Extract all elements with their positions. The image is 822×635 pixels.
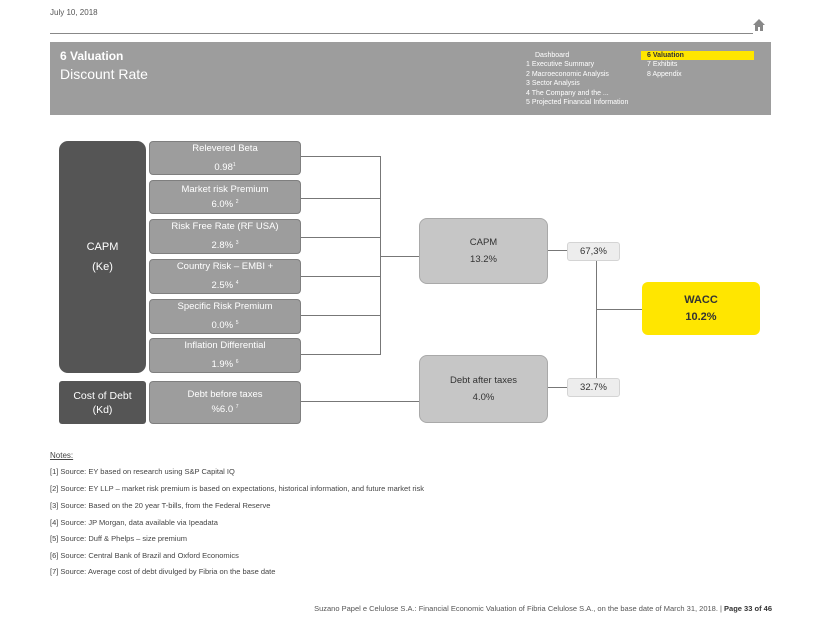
input-value: 1.9%: [211, 359, 234, 371]
input-value: 2.8%: [211, 240, 234, 252]
kd-label: (Kd): [92, 403, 113, 416]
cost-of-debt-group: Cost of Debt (Kd): [59, 381, 146, 424]
page-title: Discount Rate: [60, 66, 148, 82]
input-risk-free-rate: Risk Free Rate (RF USA) 2.8% 3: [149, 219, 301, 254]
input-value: 6.0%: [211, 199, 234, 211]
capm-result-box: CAPM 13.2%: [419, 218, 548, 284]
input-label: Risk Free Rate (RF USA): [171, 221, 279, 233]
input-specific-risk-premium: Specific Risk Premium 0.0% 5: [149, 299, 301, 334]
capm-weight-value: 67,3%: [580, 246, 607, 257]
connector: [596, 261, 597, 378]
nav-item-company[interactable]: 4 The Company and the ...: [526, 89, 609, 97]
debt-weight-value: 32.7%: [580, 382, 607, 393]
input-label: Country Risk – EMBI +: [176, 261, 274, 273]
connector: [380, 156, 381, 355]
input-value: 2.5%: [211, 280, 234, 292]
input-value: 0.98: [214, 162, 233, 174]
wacc-label: WACC: [684, 293, 718, 306]
note-item: [4] Source: JP Morgan, data available vi…: [50, 518, 218, 527]
footnote-ref: 2: [235, 198, 239, 205]
input-label: Inflation Differential: [184, 340, 266, 352]
top-divider: [50, 33, 753, 34]
connector: [301, 156, 380, 157]
nav-item-macroeconomic-analysis[interactable]: 2 Macroeconomic Analysis: [526, 70, 609, 78]
capm-ke-group: CAPM (Ke): [59, 141, 146, 373]
input-label: Debt before taxes: [187, 389, 263, 401]
input-value: 0.0%: [211, 320, 234, 332]
connector: [548, 387, 568, 388]
footnote-ref: 4: [235, 280, 239, 287]
connector: [301, 401, 420, 402]
notes-title: Notes:: [50, 451, 74, 460]
input-label: Specific Risk Premium: [177, 301, 273, 313]
connector: [301, 198, 380, 199]
nav-left: Dashboard 1 Executive Summary 2 Macroeco…: [526, 51, 628, 107]
note-item: [1] Source: EY based on research using S…: [50, 467, 235, 476]
input-value: %6.0: [211, 404, 234, 416]
footnote-ref: 7: [235, 404, 239, 411]
connector: [548, 250, 568, 251]
connector: [596, 309, 642, 310]
ke-group-label: (Ke): [92, 261, 113, 273]
page-number: Page 33 of 46: [724, 604, 772, 613]
footer-text: Suzano Papel e Celulose S.A.: Financial …: [314, 604, 725, 613]
capm-weight-box: 67,3%: [567, 242, 620, 261]
capm-result-value: 13.2%: [470, 254, 497, 265]
note-item: [5] Source: Duff & Phelps – size premium: [50, 534, 188, 543]
input-debt-before-taxes: Debt before taxes %6.0 7: [149, 381, 301, 424]
input-market-risk-premium: Market risk Premium 6.0% 2: [149, 180, 301, 214]
input-relevered-beta: Relevered Beta 0.981: [149, 141, 301, 175]
nav-item-appendix[interactable]: 8 Appendix: [647, 70, 682, 78]
home-icon[interactable]: [752, 18, 766, 32]
debt-after-taxes-box: Debt after taxes 4.0%: [419, 355, 548, 423]
section-label: 6 Valuation: [60, 49, 124, 63]
nav-item-executive-summary[interactable]: 1 Executive Summary: [526, 61, 595, 69]
debt-after-taxes-value: 4.0%: [472, 392, 495, 403]
nav-item-exhibits[interactable]: 7 Exhibits: [647, 61, 678, 69]
note-item: [7] Source: Average cost of debt divulge…: [50, 567, 276, 576]
input-inflation-differential: Inflation Differential 1.9% 6: [149, 338, 301, 373]
footnote-ref: 6: [235, 359, 239, 366]
input-label: Relevered Beta: [192, 142, 258, 154]
wacc-value: 10.2%: [685, 310, 717, 323]
input-country-risk: Country Risk – EMBI + 2.5% 4: [149, 259, 301, 294]
debt-after-taxes-label: Debt after taxes: [449, 375, 518, 386]
capm-result-label: CAPM: [469, 237, 498, 248]
connector: [301, 354, 380, 355]
capm-group-label: CAPM: [86, 241, 119, 253]
debt-weight-box: 32.7%: [567, 378, 620, 397]
footnote-ref: 1: [232, 161, 236, 168]
wacc-box: WACC 10.2%: [642, 282, 760, 335]
page-footer: Suzano Papel e Celulose S.A.: Financial …: [314, 604, 772, 613]
nav-item-projected-financial[interactable]: 5 Projected Financial Information: [526, 99, 629, 107]
nav-right: 6 Valuation 7 Exhibits 8 Appendix: [641, 51, 754, 79]
cost-of-debt-label: Cost of Debt: [73, 389, 132, 402]
nav-item-dashboard[interactable]: Dashboard: [535, 52, 570, 59]
note-item: [3] Source: Based on the 20 year T-bills…: [50, 501, 271, 510]
connector: [380, 256, 420, 257]
note-item: [2] Source: EY LLP – market risk premium…: [50, 484, 425, 493]
nav-item-sector-analysis[interactable]: 3 Sector Analysis: [526, 80, 580, 88]
connector: [301, 276, 380, 277]
connector: [301, 237, 380, 238]
nav-item-valuation[interactable]: 6 Valuation: [641, 51, 754, 61]
footnote-ref: 5: [235, 320, 239, 327]
input-label: Market risk Premium: [181, 183, 269, 195]
note-item: [6] Source: Central Bank of Brazil and O…: [50, 551, 239, 560]
report-date: July 10, 2018: [50, 8, 98, 17]
connector: [301, 315, 380, 316]
footnote-ref: 3: [235, 240, 239, 247]
